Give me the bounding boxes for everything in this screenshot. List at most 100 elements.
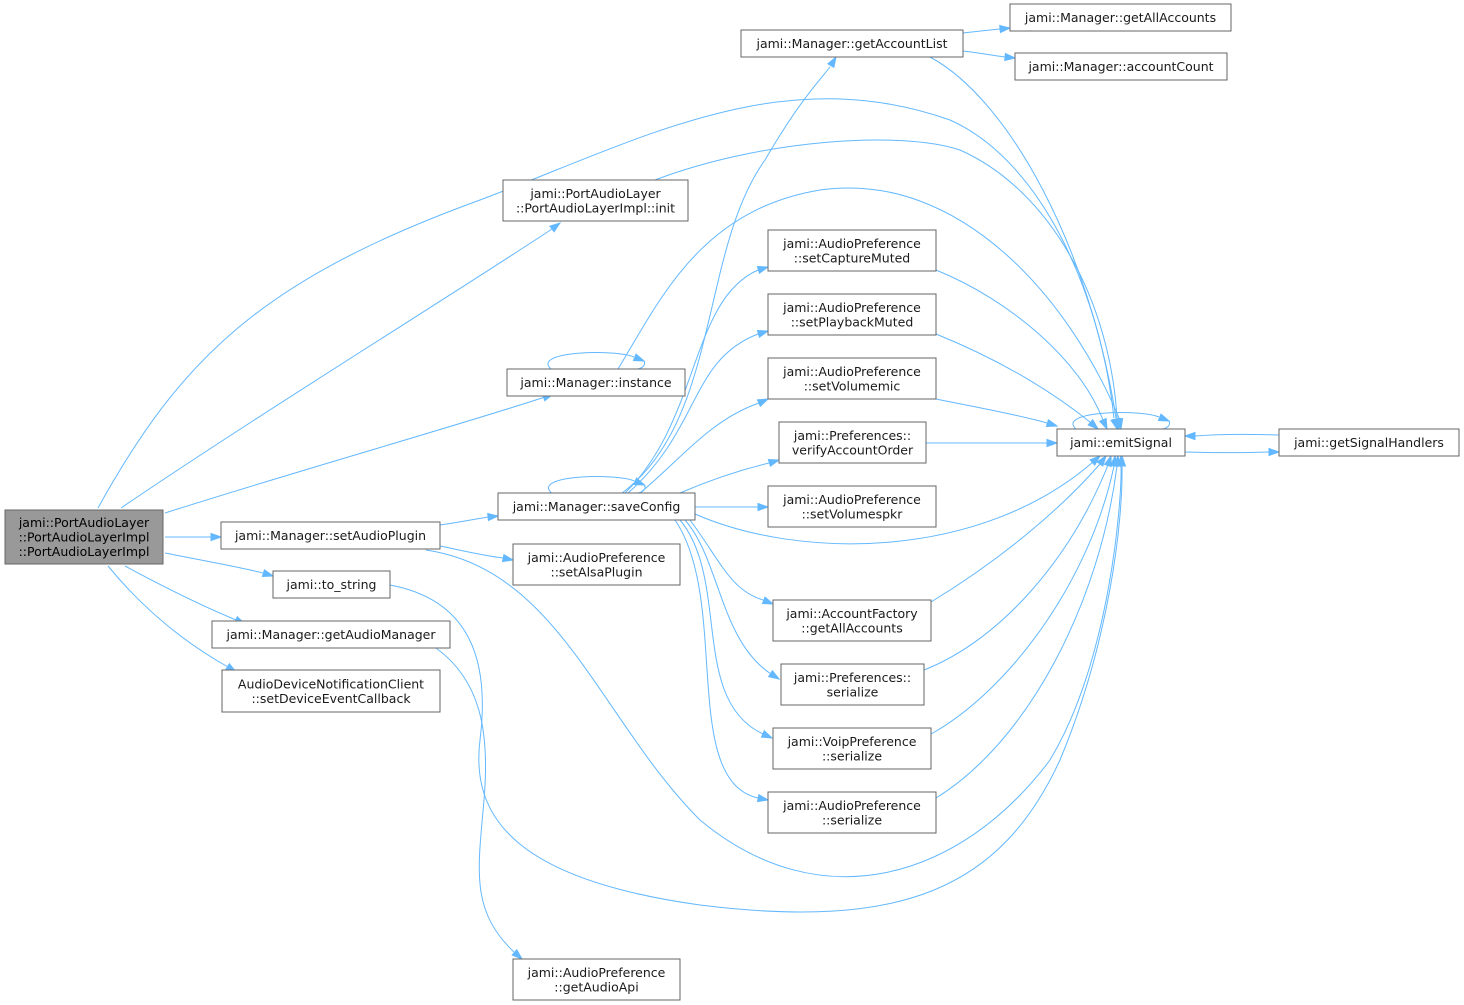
node-setVolumespkr[interactable]: jami::AudioPreference::setVolumespkr [767, 485, 937, 528]
edge-setVolumemic-to-emitSignal-arrowhead [1045, 418, 1059, 428]
edge-getAudioManager-to-getAudioApi [435, 647, 524, 960]
node-emitSignal[interactable]: jami::emitSignal [1056, 428, 1186, 457]
edge-root-to-emitSignal [97, 98, 1119, 509]
node-accountCount[interactable]: jami::Manager::accountCount [1014, 52, 1228, 81]
node-label: jami::AccountFactory [785, 606, 918, 621]
edge-getAudioManager-to-getAudioApi-line [435, 647, 515, 953]
node-label: jami::VoipPreference [787, 734, 917, 749]
node-setAudioPlugin[interactable]: jami::Manager::setAudioPlugin [220, 521, 441, 550]
node-box [1056, 428, 1186, 457]
node-root[interactable]: jami::PortAudioLayer::PortAudioLayerImpl… [4, 509, 164, 565]
edge-getAccountList-to-emitSignal-arrowhead [1111, 417, 1121, 431]
edge-setAudioPlugin-to-setAlsaPlugin-line [439, 545, 504, 559]
edge-getAccountList-to-getAllAccountsMgr-arrowhead [999, 24, 1012, 34]
node-label: jami::Manager::accountCount [1027, 59, 1213, 74]
edge-saveConfig-to-setVolumemic-line [639, 402, 760, 494]
node-audioSerialize[interactable]: jami::AudioPreference::serialize [767, 791, 937, 834]
edge-audioSerialize-to-emitSignal [935, 454, 1122, 799]
node-prefSerialize[interactable]: jami::Preferences::serialize [780, 663, 925, 706]
node-label: ::setVolumemic [804, 378, 901, 393]
edge-root-to-setAudioPlugin [165, 532, 223, 542]
node-getAudioApi[interactable]: jami::AudioPreference::getAudioApi [512, 958, 681, 1001]
edge-saveConfig-to-setVolumemic [639, 398, 770, 494]
node-getAudioManager[interactable]: jami::Manager::getAudioManager [211, 620, 451, 649]
edge-root-to-instance [164, 393, 555, 514]
edge-getAccountList-to-getAllAccountsMgr [962, 24, 1012, 34]
node-label: ::setVolumespkr [802, 506, 904, 521]
edge-saveConfig-to-verifyAccountOrder-line [679, 462, 770, 494]
edge-getAllAccountsFactory-to-emitSignal [930, 454, 1107, 603]
node-setPlaybackMuted[interactable]: jami::AudioPreference::setPlaybackMuted [767, 293, 937, 336]
node-label: jami::getSignalHandlers [1293, 435, 1444, 450]
edge-verifyAccountOrder-to-emitSignal-arrowhead [1046, 438, 1059, 448]
edge-saveConfig-to-voipSerialize-arrowhead [760, 729, 774, 739]
edge-setCaptureMuted-to-emitSignal-line [935, 269, 1104, 421]
node-instance[interactable]: jami::Manager::instance [506, 368, 686, 397]
node-to_string[interactable]: jami::to_string [272, 570, 391, 599]
edge-to_string-to-emitSignal [389, 454, 1127, 913]
node-label: jami::AudioPreference [527, 965, 666, 980]
node-label: jami::Manager::saveConfig [512, 499, 681, 514]
node-getAllAccountsMgr[interactable]: jami::Manager::getAllAccounts [1009, 3, 1232, 32]
edge-root-to-setDeviceEventCallback [107, 565, 238, 673]
node-label: AudioDeviceNotificationClient [238, 676, 424, 691]
edge-getSignalHandlers-to-emitSignal [1183, 431, 1280, 441]
node-setVolumemic[interactable]: jami::AudioPreference::setVolumemic [767, 357, 937, 400]
node-label: jami::Manager::instance [519, 375, 671, 390]
edge-emitSignal-to-emitSignal-arrowhead [1157, 413, 1171, 422]
edge-root-to-getAudioManager [124, 565, 247, 625]
node-getAccountList[interactable]: jami::Manager::getAccountList [740, 29, 964, 58]
node-label: jami::Manager::getAccountList [755, 36, 947, 51]
edge-voipSerialize-to-emitSignal-line [930, 465, 1115, 735]
edge-root-to-getAudioManager-line [124, 565, 237, 621]
node-getSignalHandlers[interactable]: jami::getSignalHandlers [1278, 428, 1460, 457]
node-label: ::PortAudioLayerImpl [19, 544, 150, 559]
edge-saveConfig-to-emitSignal-arrowhead [1089, 455, 1102, 467]
node-box [502, 179, 689, 222]
node-setDeviceEventCallback[interactable]: AudioDeviceNotificationClient::setDevice… [221, 669, 441, 713]
node-box [772, 599, 932, 642]
edge-init-to-emitSignal-line [654, 139, 1118, 419]
edge-setCaptureMuted-to-emitSignal-arrowhead [1098, 417, 1108, 431]
node-init[interactable]: jami::PortAudioLayer::PortAudioLayerImpl… [502, 179, 689, 222]
edge-emitSignal-to-getSignalHandlers-line [1184, 451, 1270, 454]
node-label: jami::Manager::getAudioManager [225, 627, 436, 642]
edge-instance-to-instance [547, 352, 646, 370]
node-verifyAccountOrder[interactable]: jami::Preferences::verifyAccountOrder [778, 421, 927, 464]
edge-setAudioPlugin-to-saveConfig-line [439, 516, 489, 526]
edge-root-to-setAudioPlugin-arrowhead [210, 532, 223, 542]
edge-root-to-instance-line [164, 396, 546, 514]
edge-emitSignal-to-getSignalHandlers-arrowhead [1268, 447, 1281, 457]
node-box [740, 29, 964, 58]
node-box [767, 293, 937, 336]
node-label: ::PortAudioLayerImpl::init [516, 200, 675, 215]
edge-getAccountList-to-emitSignal-line [929, 56, 1117, 419]
node-setAlsaPlugin[interactable]: jami::AudioPreference::setAlsaPlugin [512, 543, 681, 586]
edge-root-to-init-line [120, 228, 553, 509]
node-voipSerialize[interactable]: jami::VoipPreference::serialize [772, 727, 932, 770]
node-getAllAccountsFactory[interactable]: jami::AccountFactory::getAllAccounts [772, 599, 932, 642]
edge-instance-to-instance-line [547, 352, 635, 370]
edge-emitSignal-to-getSignalHandlers [1184, 447, 1281, 457]
nodes-layer: jami::PortAudioLayer::PortAudioLayerImpl… [4, 3, 1460, 1001]
node-box [767, 791, 937, 834]
edge-saveConfig-to-setPlaybackMuted-arrowhead [756, 329, 770, 339]
edge-saveConfig-to-saveConfig-line [548, 476, 635, 494]
node-box [211, 620, 451, 649]
node-box [767, 229, 937, 272]
node-label: jami::Preferences:: [793, 428, 911, 443]
edge-saveConfig-to-verifyAccountOrder [679, 458, 781, 494]
node-label: jami::AudioPreference [782, 236, 921, 251]
edge-to_string-to-emitSignal-line [389, 465, 1123, 913]
node-label: ::getAllAccounts [801, 620, 902, 635]
edge-root-to-setDeviceEventCallback-line [107, 565, 229, 668]
edge-saveConfig-to-setPlaybackMuted [627, 329, 770, 494]
edge-instance-to-emitSignal-line [617, 187, 1120, 419]
edge-saveConfig-to-setPlaybackMuted-line [627, 333, 759, 494]
edge-saveConfig-to-audioSerialize [674, 519, 770, 803]
node-saveConfig[interactable]: jami::Manager::saveConfig [497, 492, 696, 521]
node-setCaptureMuted[interactable]: jami::AudioPreference::setCaptureMuted [767, 229, 937, 272]
node-label: verifyAccountOrder [792, 442, 914, 457]
edge-saveConfig-to-setVolumemic-arrowhead [756, 398, 770, 408]
node-label: ::serialize [822, 812, 882, 827]
